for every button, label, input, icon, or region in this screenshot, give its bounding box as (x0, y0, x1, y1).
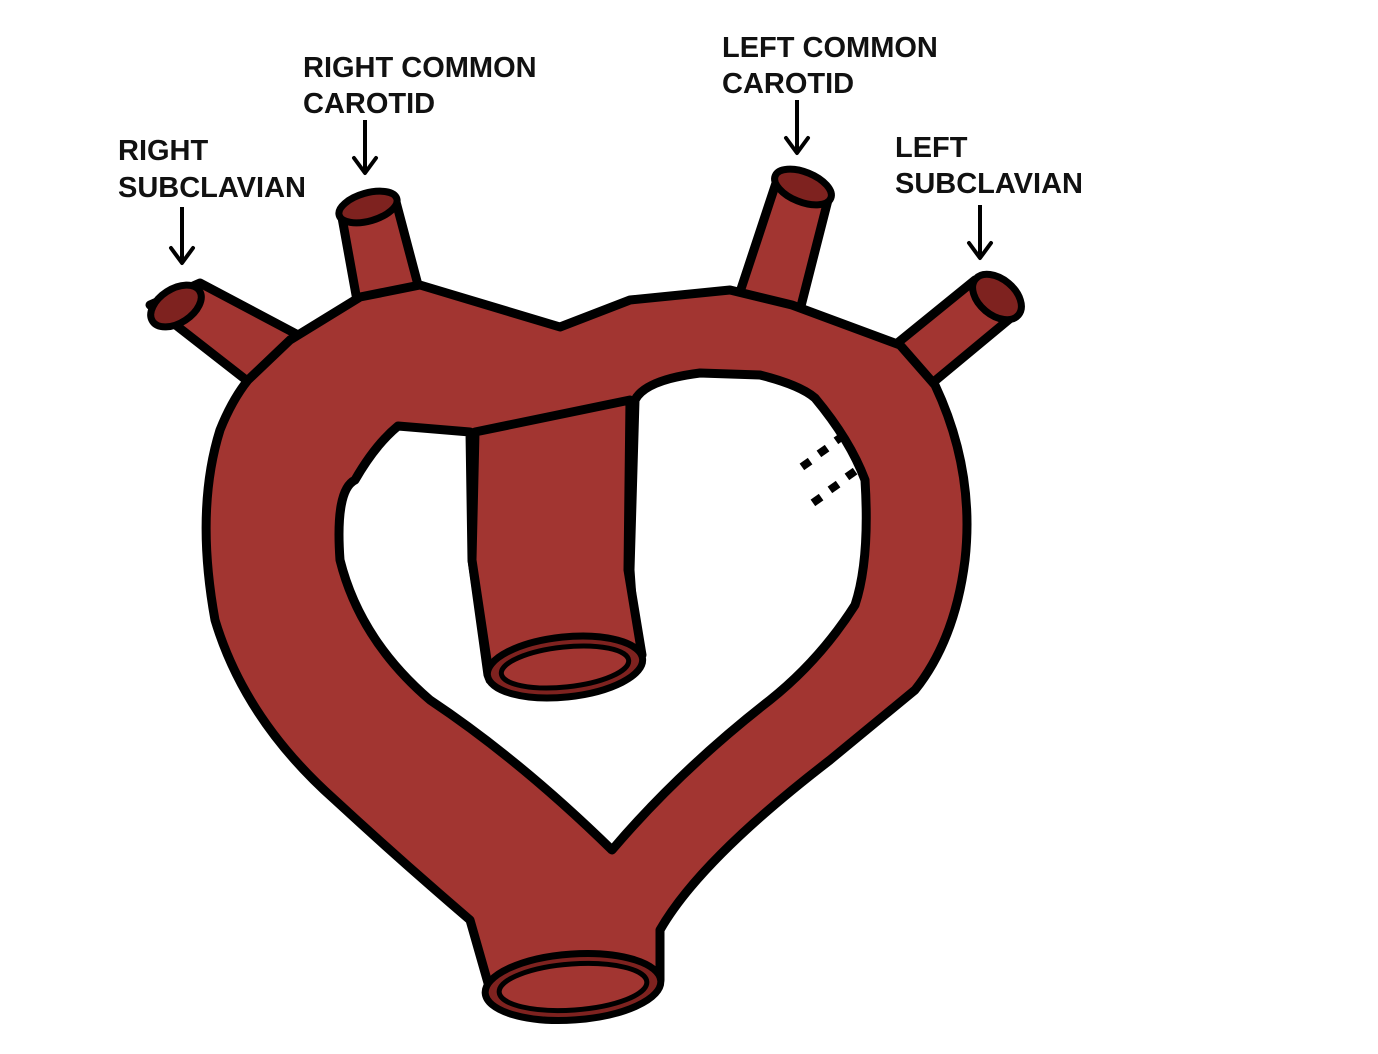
descending-aorta-opening (481, 950, 665, 1024)
label-left-common-carotid-line1: LEFT COMMON (722, 32, 938, 64)
label-right-common-carotid: RIGHT COMMON CAROTID (303, 52, 545, 120)
right-common-carotid-vessel (335, 187, 427, 311)
dashed-marker (799, 431, 858, 507)
label-right-subclavian-line1: RIGHT (118, 135, 209, 167)
label-right-common-carotid-line1: RIGHT COMMON (303, 52, 537, 84)
arrow-right-subclavian (169, 207, 195, 265)
left-subclavian-vessel (890, 270, 1025, 390)
label-right-subclavian: RIGHT SUBCLAVIAN (118, 135, 306, 204)
arrow-right-common-carotid (352, 120, 378, 175)
label-left-subclavian-line1: LEFT (895, 132, 968, 164)
label-left-subclavian: LEFT SUBCLAVIAN (895, 132, 1083, 200)
label-left-subclavian-line2: SUBCLAVIAN (895, 168, 1083, 200)
right-subclavian-vessel (145, 278, 305, 388)
label-right-common-carotid-line2: CAROTID (303, 88, 435, 120)
label-left-common-carotid: LEFT COMMON CAROTID (722, 32, 946, 100)
arrow-left-subclavian (967, 205, 993, 260)
arrow-left-common-carotid (784, 100, 810, 155)
label-right-subclavian-line2: SUBCLAVIAN (118, 172, 306, 204)
left-common-carotid-vessel (733, 165, 835, 315)
ascending-aorta (467, 395, 647, 702)
label-left-common-carotid-line2: CAROTID (722, 68, 854, 100)
